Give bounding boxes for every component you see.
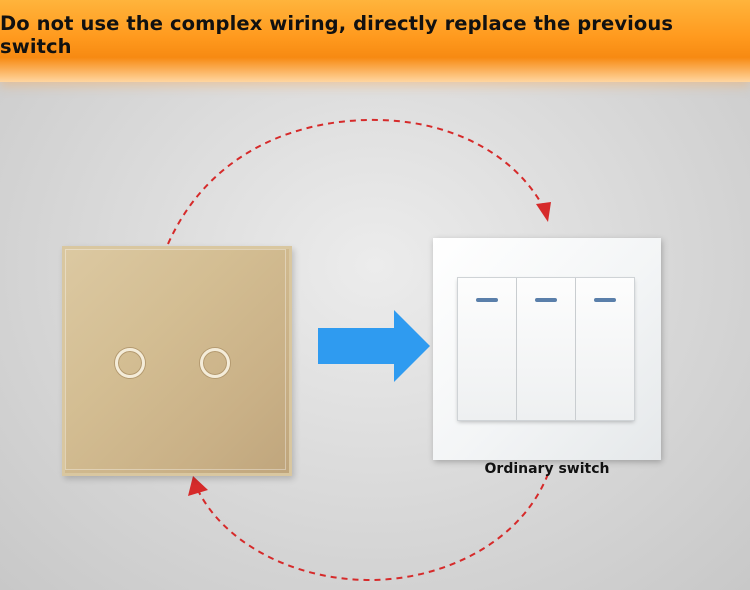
touch-button-left <box>115 348 145 378</box>
rocker-2 <box>517 278 576 420</box>
rocker-1-indicator <box>476 298 498 302</box>
blue-replace-arrow <box>318 310 430 382</box>
dashed-arrow-bottom <box>195 473 549 582</box>
rocker-2-indicator <box>535 298 557 302</box>
dashed-arrow-top <box>167 118 547 245</box>
headline-banner: Do not use the complex wiring, directly … <box>0 0 750 82</box>
headline-text: Do not use the complex wiring, directly … <box>0 12 674 58</box>
ordinary-switch-label: Ordinary switch <box>484 461 610 477</box>
ordinary-switch-panel <box>433 238 661 460</box>
touch-button-right <box>200 348 230 378</box>
touch-panel-frame <box>65 249 286 470</box>
rocker-plate <box>458 278 634 420</box>
dashed-arrow-top-head <box>536 202 551 222</box>
rocker-3 <box>576 278 634 420</box>
rocker-3-indicator <box>594 298 616 302</box>
dashed-arrow-bottom-head <box>188 476 208 496</box>
rocker-1 <box>458 278 517 420</box>
gold-touch-switch-panel <box>62 246 292 476</box>
